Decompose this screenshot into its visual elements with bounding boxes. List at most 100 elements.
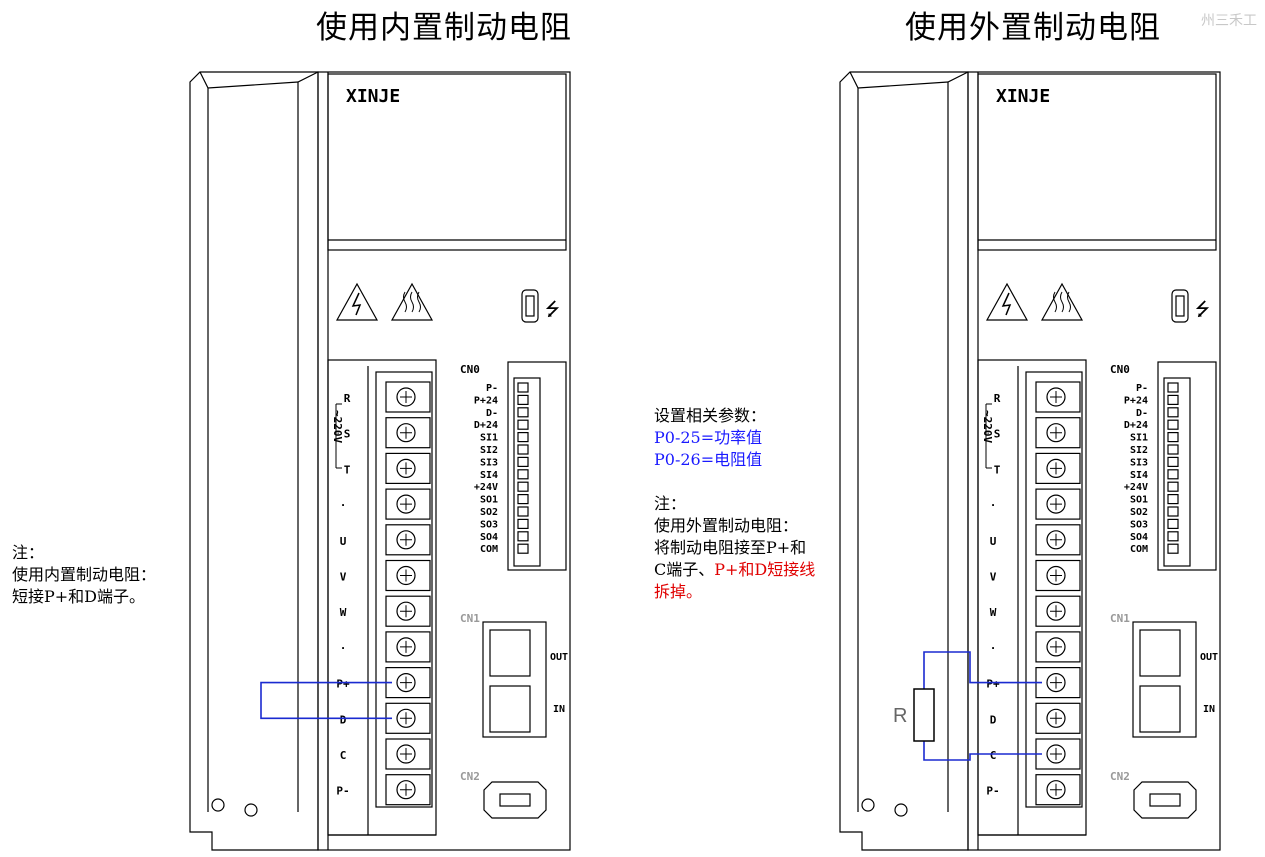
internal-cn0-pin-label: P- [486, 383, 498, 394]
external-port-out-label: OUT [1200, 652, 1218, 663]
external-screw-slot-icon [1050, 426, 1062, 439]
external-cn0-pin [1167, 419, 1179, 430]
external-cn0-pin [1167, 382, 1179, 393]
internal-terminal-label: D [340, 713, 347, 726]
resistor-symbol [913, 688, 935, 742]
internal-terminal-slot [385, 488, 431, 520]
internal-terminal-screw [396, 494, 416, 514]
internal-cn0-pin-label: +24V [474, 482, 498, 493]
external-screw-slot-icon [1050, 748, 1062, 760]
internal-display-window [327, 73, 567, 251]
external-terminal-slot [1035, 559, 1081, 592]
external-screw-hole-1 [861, 798, 875, 812]
internal-cn0-pin [517, 419, 529, 430]
param-resistance: P0-26=电阻值 [654, 450, 763, 469]
internal-cn0-pin [517, 506, 529, 517]
internal-cn0-pin [517, 407, 529, 418]
external-terminal-screw [1046, 423, 1066, 443]
external-terminal-slot [1035, 631, 1081, 663]
internal-screw-slot-icon [400, 462, 412, 475]
external-usb-port [1171, 289, 1189, 323]
left-note-line1: 使用内置制动电阻： [12, 565, 157, 584]
external-port-in-label: IN [1203, 704, 1215, 715]
internal-screw-slot-icon [400, 533, 412, 546]
note-line4: 拆掉。 [654, 582, 703, 601]
external-terminal-screw [1046, 387, 1066, 407]
internal-usb-icon: ⭍ [545, 299, 560, 319]
external-cn1-out-port [1139, 629, 1181, 677]
internal-terminal-label: R [344, 392, 351, 405]
internal-terminal-label: C [340, 749, 347, 762]
internal-cn0-pin-label: D+24 [474, 420, 498, 431]
internal-power-label: ~220V [331, 410, 344, 443]
external-cn1-label: CN1 [1110, 612, 1130, 625]
external-terminal-slot [1035, 452, 1081, 484]
external-screw-slot-icon [1050, 783, 1062, 796]
internal-cn0-pin [517, 432, 529, 443]
internal-cn1-housing [482, 621, 547, 738]
external-usb-port-inner [1175, 295, 1185, 317]
internal-screw-slot-icon [400, 391, 412, 403]
left-note-line2: 短接P+和D端子。 [12, 587, 146, 606]
internal-terminal-label: U [340, 535, 347, 548]
internal-hot-surface-warning-icon [390, 282, 434, 321]
internal-power-bracket [335, 403, 342, 469]
external-terminal-slot [1035, 595, 1081, 627]
external-terminal-label: U [990, 535, 997, 548]
internal-terminal-block [375, 371, 433, 808]
external-terminal-label: D [990, 713, 997, 726]
internal-terminal-slot [385, 738, 431, 770]
note-heading: 注： [654, 494, 687, 513]
params-heading: 设置相关参数： [654, 406, 767, 425]
external-cn0-pin [1167, 531, 1179, 542]
watermark: 州三禾工 [1201, 13, 1257, 29]
external-terminal-label: V [990, 571, 997, 584]
external-cn0-pin [1167, 518, 1179, 530]
internal-cn0-connector [513, 377, 541, 567]
external-terminal-slot [1035, 417, 1081, 449]
external-side-edge [849, 71, 969, 89]
external-cn0-pin-label: SI2 [1130, 445, 1148, 456]
internal-terminal-label: V [340, 571, 347, 584]
internal-terminal-slot [385, 631, 431, 663]
internal-terminal-screw [396, 601, 416, 621]
title-internal: 使用内置制动电阻 [316, 10, 572, 46]
internal-cn0-pin [517, 531, 529, 542]
external-terminal-label: · [990, 499, 997, 512]
external-brand-logo: XINJE [996, 86, 1050, 107]
internal-terminal-label: T [344, 463, 351, 476]
internal-screw-slot-icon [400, 569, 412, 582]
internal-terminal-slot [385, 559, 431, 592]
internal-cn0-pin-label: SO2 [480, 507, 498, 518]
internal-terminal-slot [385, 452, 431, 484]
external-cn0-pin [1167, 432, 1179, 443]
external-drive: XINJE⭍RST·UVW·P+DCP-~220VCN0P-P+24D-D+24… [839, 71, 1221, 851]
external-side-panel [839, 71, 969, 851]
internal-screw-slot-icon [400, 426, 412, 439]
external-cn0-pin-label: D+24 [1124, 420, 1148, 431]
internal-cn0-pin [517, 518, 529, 530]
internal-cn2-label: CN2 [460, 770, 480, 783]
internal-usb-port-inner [525, 295, 535, 317]
shorting-jumper-wire [260, 681, 392, 720]
external-screw-slot-icon [1050, 712, 1062, 725]
internal-terminal-screw [396, 387, 416, 407]
external-cn0-pin-label: COM [1130, 544, 1148, 555]
external-cn0-pin-label: SO2 [1130, 507, 1148, 518]
internal-cn0-pin-label: COM [480, 544, 498, 555]
internal-terminal-screw [396, 530, 416, 550]
internal-cn0-housing [507, 361, 567, 571]
external-terminal-label: · [990, 642, 997, 655]
external-terminal-screw [1046, 494, 1066, 514]
internal-cn2-socket [499, 793, 531, 807]
external-cn0-label: CN0 [1110, 363, 1130, 376]
resistor-label: R [893, 705, 907, 727]
external-cn1-housing [1132, 621, 1197, 738]
external-cn0-pin-label: SI1 [1130, 433, 1148, 444]
internal-cn0-pin-label: SO3 [480, 519, 498, 530]
internal-terminal-label: P+ [336, 678, 350, 691]
internal-port-in-label: IN [553, 704, 565, 715]
external-terminal-label: S [994, 428, 1001, 441]
external-terminal-slot [1035, 524, 1081, 556]
external-cn0-pin [1167, 481, 1179, 492]
